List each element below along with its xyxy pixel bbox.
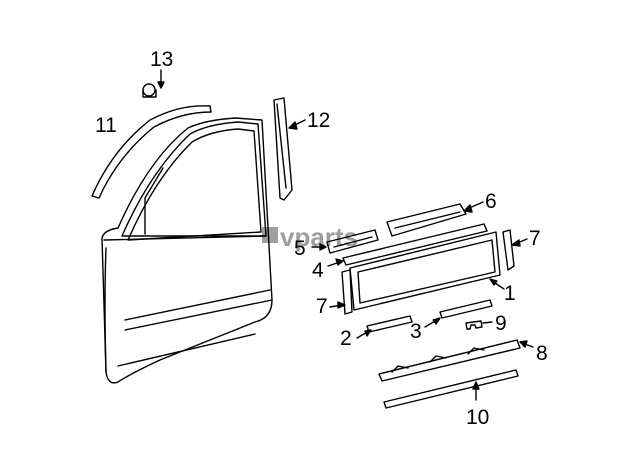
- callout-1: 1: [504, 282, 516, 305]
- part-1-panel: [349, 231, 505, 311]
- part-5-panel: [311, 229, 379, 254]
- callout-7-right: 7: [529, 227, 541, 250]
- callout-6: 6: [485, 190, 497, 213]
- part-11-moulding: [91, 105, 212, 199]
- callout-11: 11: [95, 114, 117, 137]
- callout-3: 3: [410, 320, 422, 343]
- part-7-left-moulding: [329, 269, 353, 315]
- callout-13: 13: [150, 48, 173, 71]
- callout-9: 9: [495, 312, 507, 335]
- part-3-strip: [424, 299, 493, 328]
- part-7-right-moulding: [502, 229, 528, 271]
- callout-2: 2: [340, 327, 352, 350]
- part-4-strip: [327, 223, 488, 267]
- part-6-panel: [386, 201, 484, 237]
- callout-10: 10: [466, 406, 489, 429]
- vparts-watermark: vparts: [262, 222, 358, 252]
- callout-7-left: 7: [316, 295, 328, 318]
- callouts: 13 11 12 6 7 5 4 1 7 2 3 9 8 10: [95, 48, 548, 429]
- watermark-text: vparts: [280, 222, 358, 252]
- part-12-garnish: [273, 97, 306, 201]
- part-9-clip: [465, 320, 493, 330]
- part-8-moulding: [378, 339, 534, 382]
- callout-4: 4: [312, 259, 324, 282]
- callout-5: 5: [294, 237, 306, 260]
- callout-12: 12: [307, 109, 330, 132]
- callout-8: 8: [536, 342, 548, 365]
- part-13-clip: [142, 69, 165, 98]
- door-shell: [101, 117, 273, 384]
- part-2-strip: [356, 315, 413, 339]
- part-10-moulding: [383, 369, 519, 409]
